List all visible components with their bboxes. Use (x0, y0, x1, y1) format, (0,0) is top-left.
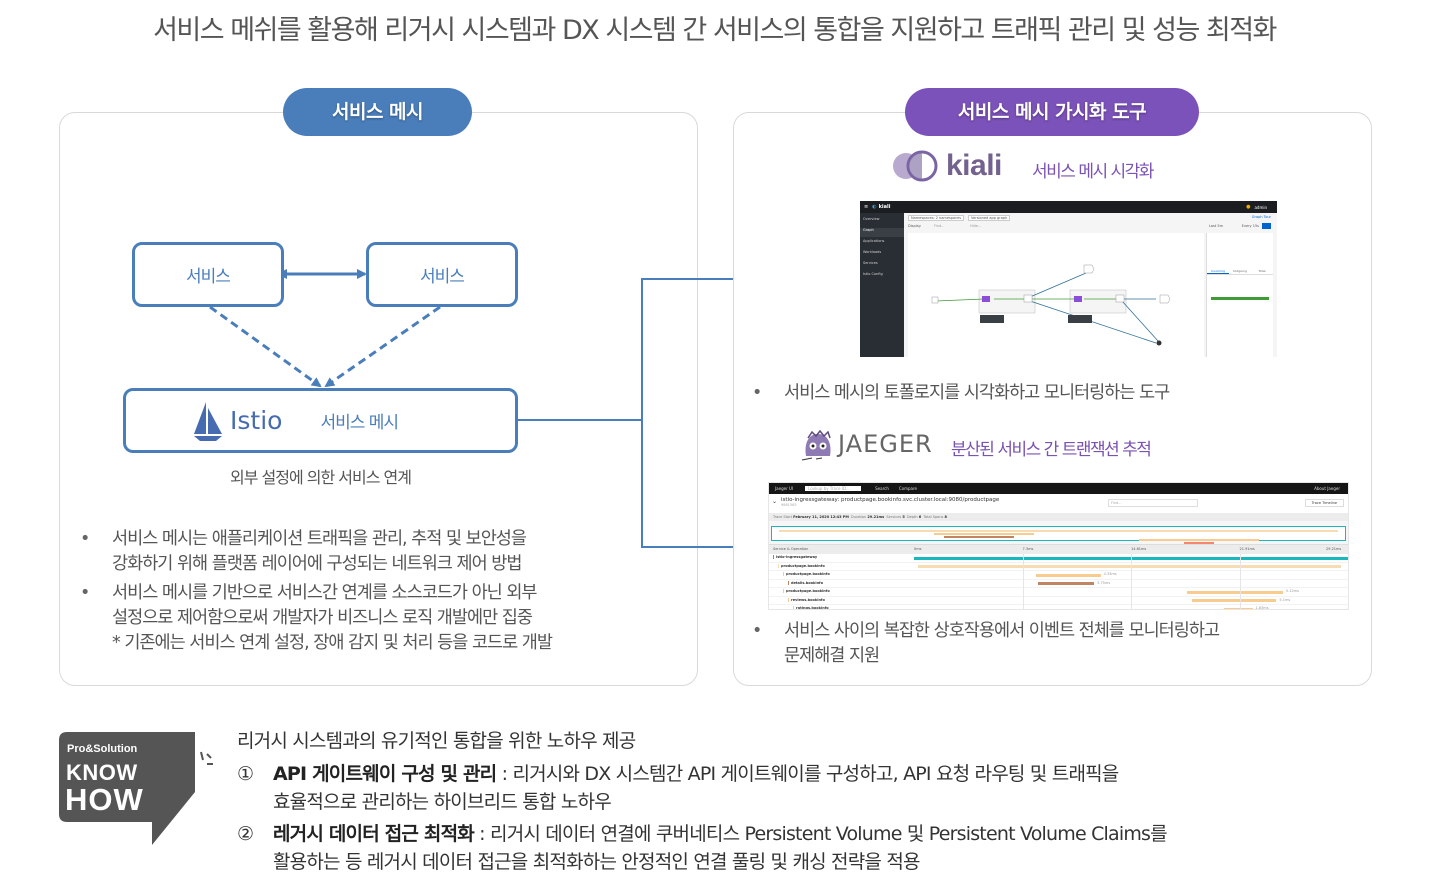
trace-header: ⌄ istio-ingressgateway: productpage.book… (769, 494, 1348, 513)
visualization-tools-header: 서비스 메시 가시화 도구 (905, 88, 1199, 136)
span-row[interactable]: productpage.bookinfo 4.33ms (769, 571, 1348, 580)
jaeger-screenshot: Jaeger UI Lookup by Trace ID... Search C… (768, 482, 1349, 610)
jaeger-subtitle: 분산된 서비스 간 트랜잭션 추적 (951, 440, 1152, 460)
kiali-subtitle: 서비스 메시 시각화 (1032, 162, 1154, 182)
collapse-icon: ⌄ (772, 498, 778, 505)
kiali-brand-icon: ◐ (872, 204, 877, 210)
bullet-item: 서비스 메시는 애플리케이션 트래픽을 관리, 추적 및 보안성을 강화하기 위… (80, 527, 690, 577)
span-duration-label: 5.12ms (1285, 589, 1299, 593)
span-service-label: istio-ingressgateway (773, 555, 817, 559)
span-bar (1035, 573, 1101, 577)
trace-lookup-input: Lookup by Trace ID... (805, 486, 862, 491)
kiali-screenshot: ≡ ◐ kiali ● admin Overview Graph Applica… (860, 201, 1277, 357)
kiali-toolbar: Namespaces: 2 namespaces Versioned app g… (908, 215, 1271, 229)
span-rows: istio-ingressgateway productpage.bookinfo… (769, 554, 1348, 610)
span-service-label: productpage.bookinfo (783, 589, 830, 593)
service-mesh-bullets: 서비스 메시는 애플리케이션 트래픽을 관리, 추적 및 보안성을 강화하기 위… (80, 527, 690, 660)
jaeger-logo: JAEGER (800, 426, 933, 462)
timeline-tick: 14.61ms (1131, 547, 1147, 551)
item-number: ② (237, 823, 254, 845)
item-number: ① (237, 763, 254, 785)
badge-how-text: HOW (65, 782, 144, 817)
user-menu: admin (1254, 204, 1267, 210)
trace-summary: Trace Start February 11, 2020 12:43 PM D… (769, 513, 1348, 521)
service-label: 서비스 (420, 267, 465, 287)
timeline-tick: 0ms (914, 547, 922, 551)
item-title: 레거시 데이터 접근 최적화 (273, 823, 475, 845)
kiali-topbar: ≡ ◐ kiali ● admin (860, 201, 1277, 213)
span-row[interactable]: ratings.bookinfo 1.83ms (769, 605, 1348, 610)
span-service-label: productpage.bookinfo (778, 563, 825, 568)
kiali-sidebar: Overview Graph Applications Workloads Se… (860, 213, 904, 357)
span-service-label: ratings.bookinfo (793, 606, 829, 609)
span-duration-label: 1.83ms (1255, 606, 1269, 610)
item-title: API 게이트웨이 구성 및 관리 (273, 763, 497, 785)
span-duration-label: 5.1ms (1279, 597, 1291, 602)
span-row[interactable]: productpage.bookinfo 5.12ms (769, 588, 1348, 597)
bullet-item: 서비스 사이의 복잡한 상호작용에서 이벤트 전체를 모니터링하고 문제해결 지… (752, 619, 1352, 669)
span-row[interactable]: reviews.bookinfo 5.1ms (769, 597, 1348, 605)
span-service-label: details.bookinfo (788, 580, 823, 585)
jaeger-topbar: Jaeger UI Lookup by Trace ID... Search C… (769, 483, 1348, 494)
badge-top-text: Pro&Solution (67, 743, 138, 755)
span-duration-label: 3.75ms (1097, 580, 1111, 585)
span-service-label: reviews.bookinfo (788, 597, 825, 602)
istio-sail-icon (194, 401, 222, 441)
kiali-logo: kiali (892, 148, 1002, 184)
notification-icon: ● (1246, 204, 1251, 210)
span-bar (1037, 582, 1095, 585)
trace-minimap (769, 521, 1348, 545)
bullet-note: * 기존에는 서비스 연계 설정, 장애 감지 및 처리 등을 코드로 개발 (112, 633, 553, 653)
jaeger-bullets: 서비스 사이의 복잡한 상호작용에서 이벤트 전체를 모니터링하고 문제해결 지… (752, 619, 1352, 673)
timeline-gridline (1022, 554, 1024, 609)
menu-icon: ≡ (864, 204, 869, 210)
service-label: 서비스 (186, 267, 231, 287)
istio-label: 서비스 메시 (320, 413, 399, 433)
kiali-bullets: 서비스 메시의 토폴로지를 시각화하고 모니터링하는 도구 (752, 381, 1352, 410)
istio-box: Istio 서비스 메시 (123, 388, 518, 453)
dashed-arrow-right (324, 305, 441, 388)
kiali-graph-canvas (908, 233, 1204, 357)
bullet-item: 서비스 메시를 기반으로 서비스간 연계를 소스코드가 아닌 외부 설정으로 제… (80, 581, 690, 656)
istio-caption: 외부 설정에 의한 서비스 연계 (230, 468, 412, 487)
jaeger-logo-text: JAEGER (838, 430, 933, 458)
timeline-tick: 7.3ms (1022, 547, 1034, 551)
service-box-right: 서비스 (366, 242, 518, 307)
bullet-item: 서비스 메시의 토폴로지를 시각화하고 모니터링하는 도구 (752, 381, 1352, 406)
speech-bubble-icon (59, 732, 213, 845)
span-bar (1187, 590, 1283, 594)
knowhow-intro: 리거시 시스템과의 유기적인 통합을 위한 노하우 제공 (237, 730, 636, 752)
timeline-tick: 29.21ms (1326, 547, 1342, 551)
span-row[interactable]: productpage.bookinfo (769, 563, 1348, 571)
kiali-side-panel: Incoming Outgoing Total (1206, 233, 1273, 357)
kiali-icon (893, 150, 938, 182)
service-box-left: 서비스 (132, 242, 284, 307)
kiali-logo-text: kiali (946, 149, 1002, 182)
kiali-graph (931, 264, 1171, 346)
knowhow-badge: Pro&Solution KNOW HOW (57, 730, 217, 850)
timeline-gridline (1239, 554, 1241, 609)
service-mesh-header: 서비스 메시 (283, 88, 472, 136)
span-row[interactable]: istio-ingressgateway (769, 554, 1348, 563)
timeline-gridline (1131, 554, 1132, 609)
span-row[interactable]: details.bookinfo 3.75ms (769, 580, 1348, 588)
jaeger-mascot-icon (801, 429, 831, 461)
traffic-bar (1211, 297, 1269, 300)
span-service-label: productpage.bookinfo (783, 572, 830, 576)
page-title: 서비스 메쉬를 활용해 리거시 시스템과 DX 시스템 간 서비스의 통합을 지… (153, 15, 1277, 46)
dashed-arrow-left (209, 305, 322, 388)
istio-logo-text: Istio (230, 406, 283, 435)
span-bar (918, 565, 1342, 568)
span-bar (1191, 599, 1277, 602)
badge-know-text: KNOW (66, 760, 138, 785)
span-duration-label: 4.33ms (1103, 572, 1117, 576)
timeline-tick: 21.91ms (1239, 547, 1255, 551)
span-bar (1224, 607, 1253, 609)
refresh-button (1262, 223, 1271, 229)
